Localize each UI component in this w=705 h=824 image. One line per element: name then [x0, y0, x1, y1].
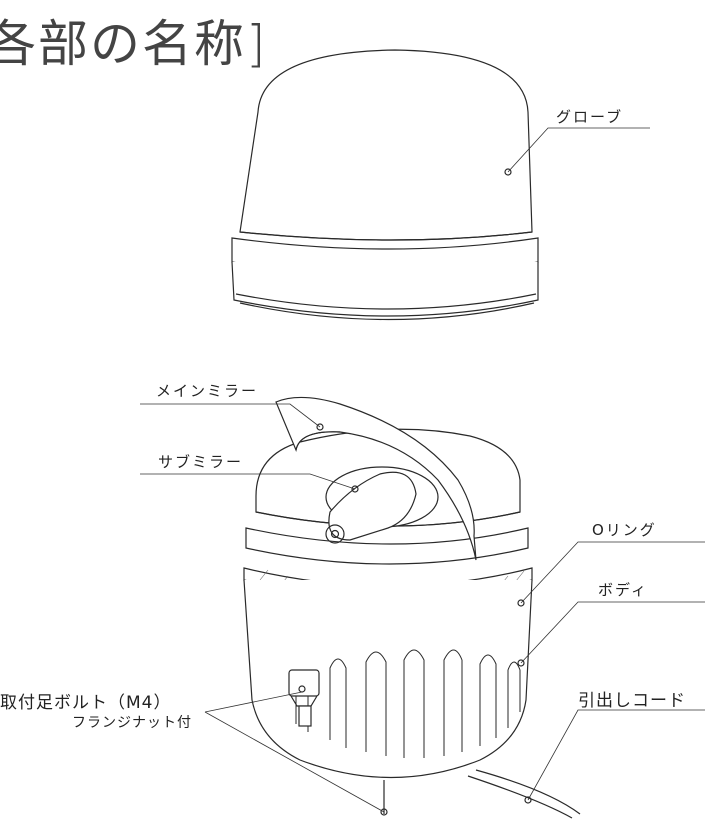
- label-sub-mirror: サブミラー: [158, 453, 244, 471]
- cord-part: [467, 769, 581, 819]
- label-bolt-note: フランジナット付: [72, 715, 192, 731]
- body-part: [243, 428, 533, 779]
- globe-part: [231, 49, 539, 321]
- main-mirror-leader: [140, 403, 321, 428]
- o-ring-leader: [520, 541, 705, 604]
- label-body: ボディ: [598, 581, 648, 599]
- globe-leader: [507, 127, 650, 173]
- sub-mirror-part: [325, 466, 439, 544]
- main-mirror-part: [275, 396, 477, 561]
- bolt-part: [288, 669, 388, 816]
- label-o-ring: Oリング: [592, 521, 657, 539]
- bolt-leader-2: [204, 711, 385, 813]
- page-title: 各部の名称]: [0, 15, 268, 73]
- bolt-leader-1: [204, 691, 303, 713]
- label-globe: グローブ: [556, 108, 624, 126]
- label-main-mirror: メインミラー: [156, 382, 259, 400]
- body-leader: [520, 601, 705, 664]
- label-cord: 引出しコード: [578, 691, 686, 711]
- sub-mirror-leader: [140, 473, 356, 490]
- label-bolt: 取付足ボルト（M4）: [0, 693, 172, 713]
- cord-leader: [527, 709, 705, 801]
